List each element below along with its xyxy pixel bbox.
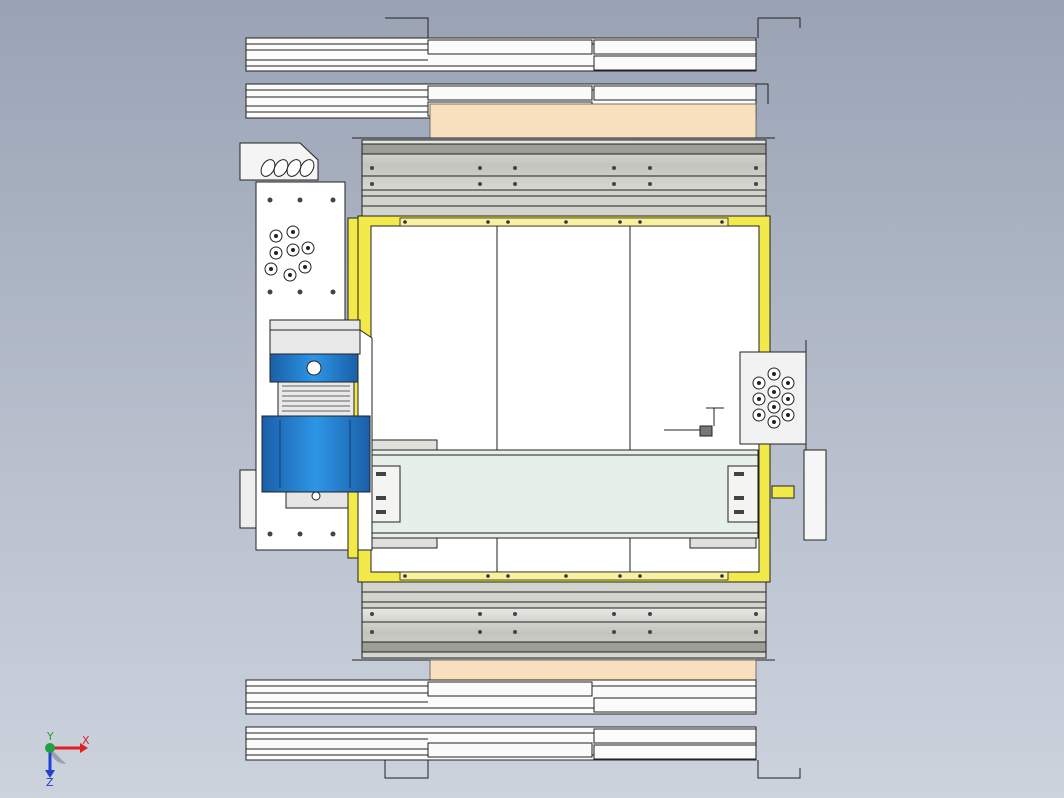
spindle-motor[interactable] (261, 319, 371, 509)
x-carriage-beam[interactable] (371, 439, 759, 549)
triad-z-label: Z (46, 776, 54, 786)
bottom-rail-set[interactable] (245, 679, 801, 779)
top-bellow (429, 103, 757, 139)
top-rail-set[interactable] (245, 17, 801, 119)
triad-y-label: Y (46, 730, 54, 743)
coordinate-triad: X Y Z (45, 730, 90, 786)
top-cross-beam[interactable] (352, 137, 775, 217)
bottom-cross-beam[interactable] (352, 581, 775, 661)
triad-x-label: X (82, 734, 90, 747)
right-connector-box[interactable] (664, 340, 827, 541)
